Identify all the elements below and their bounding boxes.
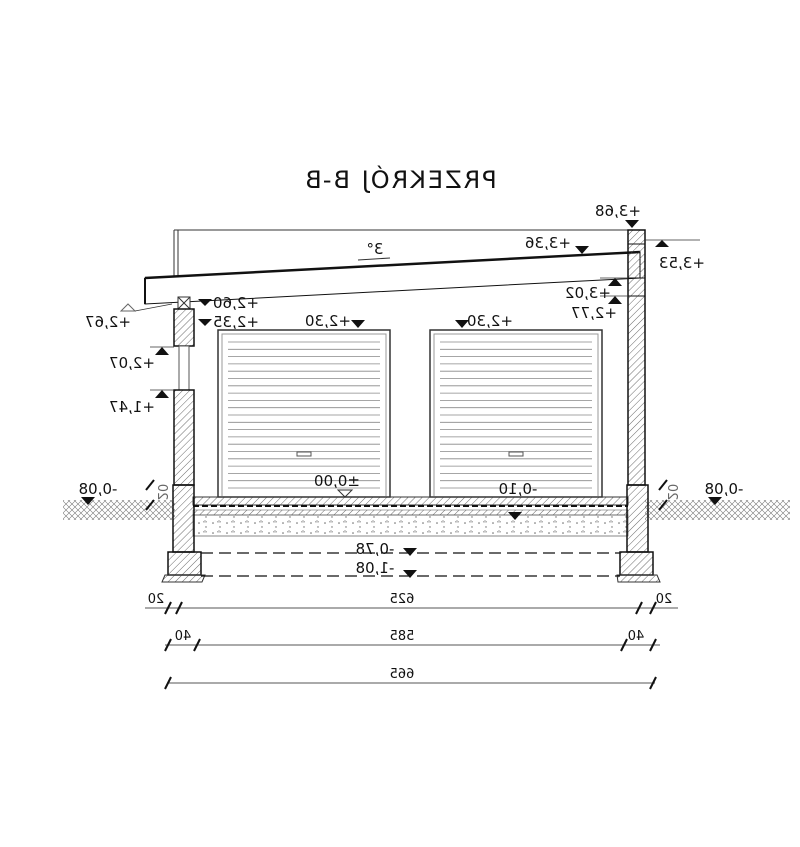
level-triangle-open	[336, 489, 354, 498]
level-triangle	[608, 296, 622, 304]
door-handle	[296, 451, 312, 457]
slope-label: 3°	[366, 240, 383, 258]
level-triangle	[403, 548, 417, 556]
level-triangle	[351, 320, 365, 328]
right-wall	[627, 229, 646, 486]
level-label: +2,60	[213, 294, 259, 312]
level-label: +2,07	[109, 354, 155, 372]
level-label: -0,78	[356, 540, 395, 558]
door-slats	[228, 341, 592, 489]
level-triangle-open	[119, 303, 137, 312]
level-label: +2,67	[85, 313, 131, 331]
level-triangle	[155, 347, 169, 355]
plinth-label: 20	[154, 484, 169, 501]
dimension-label: 40	[628, 629, 645, 644]
level-label: +2,35	[213, 313, 259, 331]
level-triangle	[155, 390, 169, 398]
level-label: +3,36	[525, 234, 571, 252]
dimension-lines	[145, 607, 678, 684]
level-label: +1,47	[109, 398, 155, 416]
foundation-left	[161, 484, 206, 583]
ground-right	[645, 500, 790, 520]
door-handle	[508, 451, 524, 457]
level-markers	[81, 220, 722, 578]
level-triangle	[403, 570, 417, 578]
level-triangle	[708, 497, 722, 505]
dimension-label: 40	[175, 629, 192, 644]
level-triangle	[625, 220, 639, 228]
dimension-label: 625	[390, 592, 415, 607]
level-label: ±0,00	[314, 472, 360, 490]
level-label: +2,30	[305, 312, 351, 330]
left-wall	[173, 296, 195, 486]
level-label: +3,68	[595, 202, 641, 220]
level-label: +3,02	[565, 284, 611, 302]
level-label: -0,08	[705, 480, 744, 498]
level-triangle	[198, 319, 212, 326]
dimension-label: 20	[148, 592, 165, 607]
dimension-label: 665	[390, 667, 415, 682]
dimension-label: 20	[656, 592, 673, 607]
level-label: -0,08	[79, 480, 118, 498]
level-triangle	[81, 497, 95, 505]
ground-left	[63, 500, 175, 520]
level-triangle	[198, 299, 212, 306]
slope-mark	[357, 257, 391, 261]
dimension-label: 585	[390, 629, 415, 644]
level-triangle	[455, 320, 469, 328]
plinth-label: 20	[664, 484, 679, 501]
level-label: +3,53	[659, 254, 705, 272]
floor-layers	[192, 496, 629, 537]
level-label: +2,30	[467, 312, 513, 330]
garage-door-right	[429, 329, 603, 498]
level-label: -1,08	[356, 559, 395, 577]
dimension-ticks	[164, 601, 657, 690]
level-triangle	[655, 240, 669, 247]
foundation-right	[616, 484, 661, 583]
garage-door-left	[217, 329, 391, 498]
level-triangle	[508, 512, 522, 520]
level-triangle	[608, 278, 622, 286]
level-label: +2,77	[571, 304, 617, 322]
level-label: -0,10	[499, 480, 538, 498]
level-triangle	[575, 246, 589, 254]
drawing-title: PRZEKRÓJ B-B	[303, 164, 497, 194]
parapet-outline	[173, 229, 628, 280]
